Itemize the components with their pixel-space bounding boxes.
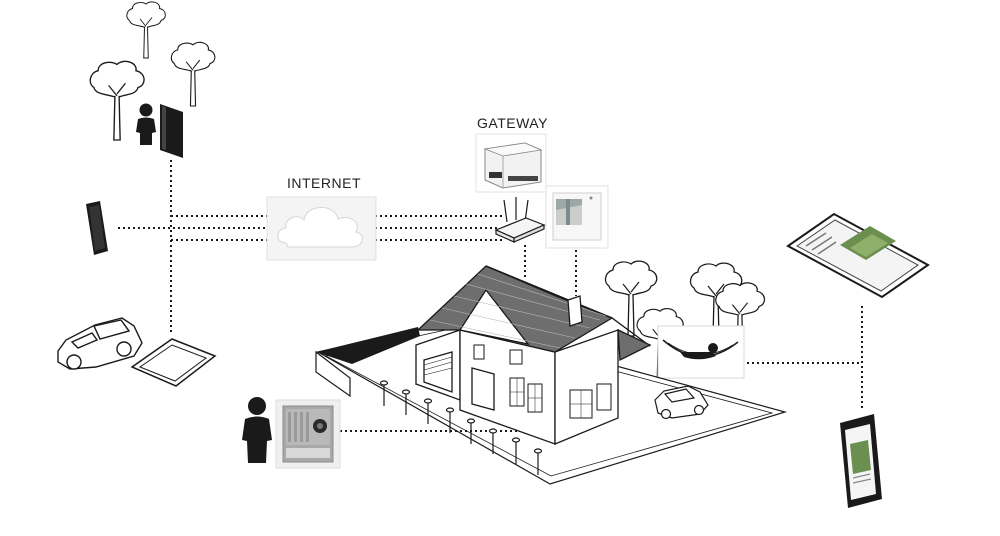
car-icon: [654, 385, 709, 420]
person-icon: [242, 397, 272, 463]
gateway-label: GATEWAY: [477, 115, 548, 131]
hammock-icon: [657, 325, 745, 379]
person-icon: [136, 103, 156, 145]
router-icon: [494, 197, 546, 243]
video-monitor-icon: [545, 185, 609, 249]
garden-wall: [316, 327, 420, 364]
door-entry-panel-icon: [275, 399, 341, 469]
door-icon: [160, 104, 183, 158]
garden-lamps: [379, 380, 543, 475]
tablet-icon: [786, 212, 930, 299]
cloud-icon: [266, 196, 377, 261]
tablet-icon: [130, 338, 217, 387]
house-icon: [415, 265, 652, 445]
connection-lines: [118, 160, 863, 432]
smartphone-icon: [86, 201, 108, 255]
car-icon: [57, 317, 143, 370]
gateway-module-icon: [475, 133, 547, 193]
smartphone-icon: [840, 414, 882, 508]
internet-label: INTERNET: [287, 175, 361, 191]
